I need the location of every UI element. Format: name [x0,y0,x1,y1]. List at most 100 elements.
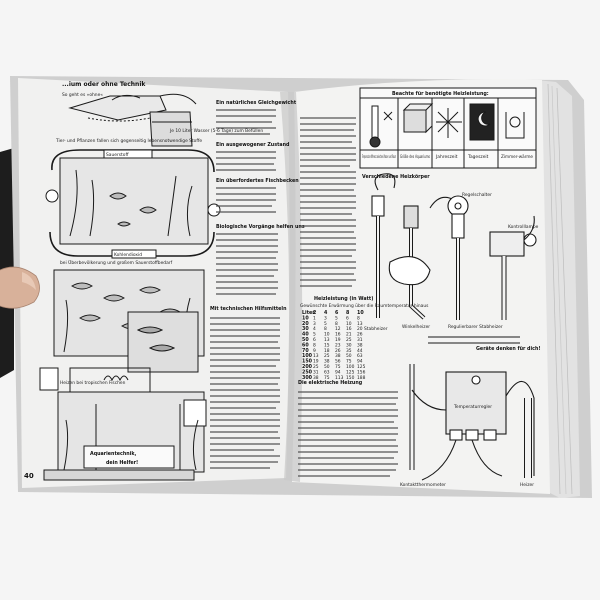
table-cell: 31 [313,369,319,375]
right-page-content: Beachte für benötigte Heizleistung: Temp… [298,87,541,488]
table-cell: 30 [302,326,309,332]
table-cell: 8 [335,321,338,327]
left-heading-1: Ein natürliches Gleichgewicht [216,100,297,106]
table-header-cell: 10 [357,310,364,316]
table-header-cell: Liter [302,310,315,316]
table-cell: 50 [346,353,352,359]
heating-factors-box [359,87,537,169]
table-cell: 56 [335,359,341,365]
table-cell: 8 [357,315,360,321]
label-contact-thermometer: Kontaktthermometer [400,482,446,488]
table-cell: 21 [346,332,352,338]
left-page-content: ...ium oder ohne Technik So geht es »ohn… [24,81,305,481]
thumb [0,266,40,309]
overcrowding-caption: bei Überbevölkerung und großem Sauerstof… [60,259,173,266]
table-cell: 100 [302,353,313,359]
table-cell: 63 [324,369,330,375]
table-cell: 1 [313,315,316,321]
label-regulated-rod: Regulierbarer Stabheizer [448,324,503,330]
table-cell: 38 [313,375,319,381]
heaters-illustration [371,173,537,320]
table-cell: 150 [346,375,355,381]
table-cell: 4 [313,326,316,332]
table-title: Heizleistung (in Watt) [314,296,373,302]
label-rod-heater: Stabheizer [364,326,388,332]
table-cell: 100 [346,364,355,370]
left-page-number: 40 [24,472,34,480]
table-cell: 10 [346,321,352,327]
ripened-water-caption: Je 10 Liter Wasser (5-6 Tage) zum Befüll… [169,128,263,134]
table-header-cell: 4 [324,310,328,316]
table-cell: 125 [357,364,366,370]
table-cell: 94 [335,369,341,375]
water-can-caption: So geht es »ohne« [62,92,103,98]
table-cell: 8 [324,326,327,332]
factor-label-1: Temperatur-differenz zwischen Wasser und… [362,154,396,160]
factor-label-4: Tageszeit [467,154,489,160]
left-heading-5: Mit technischen Hilfsmitteln [210,306,287,312]
table-cell: 50 [302,337,309,343]
book-gutter [280,92,303,482]
table-cell: 12 [335,326,341,332]
table-cell: 75 [324,375,330,381]
table-cell: 35 [346,348,352,354]
table-header-cell: 8 [346,310,350,316]
table-cell: 13 [324,337,330,343]
table-cell: 25 [324,353,330,359]
left-heading-3: Ein überfordertes Fischbecken [216,178,299,184]
table-cell: 13 [313,353,319,359]
balance-aquarium-illustration [45,149,221,259]
table-cell: 38 [335,353,341,359]
table-cell: 63 [357,353,363,359]
label-temp-controller: Temperaturregler [453,404,492,410]
co2-label: Kohlendioxid [114,252,142,258]
table-cell: 38 [357,342,363,348]
table-cell: 188 [357,375,366,381]
aquarium-technique-sign-line2: dein Helfer! [106,460,138,466]
crowded-aquarium-illustration [53,269,205,373]
table-cell: 13 [357,321,363,327]
table-cell: 200 [302,364,313,370]
table-cell: 150 [302,359,313,365]
table-cell: 5 [335,315,338,321]
book-cover-edge [0,148,14,378]
table-cell: 23 [335,342,341,348]
table-cell: 3 [324,315,327,321]
table-cell: 75 [335,364,341,370]
table-cell: 94 [357,359,363,365]
table-cell: 20 [302,321,309,327]
factor-label-3: Jahreszeit [435,154,458,160]
table-cell: 16 [346,326,352,332]
table-cell: 26 [335,348,341,354]
table-subtitle: Gewünschte Erwärmung über die Raumtemper… [300,303,429,309]
table-cell: 300 [302,375,313,381]
devices-think-heading: Geräte denken für dich! [476,346,541,352]
table-cell: 40 [302,332,309,338]
left-page-text-column: Ein natürliches Gleichgewicht Ein ausgew… [210,100,305,469]
label-control-lamp: Kontrolllampe [508,224,539,230]
heating-power-table: Heizleistung (in Watt) Gewünschte Erwärm… [300,296,429,381]
table-cell: 20 [357,326,363,332]
table-cell: 26 [357,332,363,338]
table-cell: 60 [302,342,309,348]
table-header-cell: 2 [313,310,316,316]
table-cell: 70 [302,348,309,354]
table-cell: 19 [335,337,341,343]
table-cell: 125 [346,369,355,375]
table-cell: 9 [313,348,316,354]
table-cell: 50 [324,364,330,370]
table-cell: 10 [324,332,330,338]
oxygen-label: Sauerstoff [106,152,129,158]
table-header-cell: 6 [335,310,339,316]
table-cell: 44 [357,348,363,354]
table-cell: 19 [313,359,319,365]
heating-factors-heading: Beachte für benötigte Heizleistung: [392,91,489,97]
table-cell: 8 [313,342,316,348]
table-cell: 5 [324,321,327,327]
table-cell: 3 [313,321,316,327]
table-cell: 113 [335,375,344,381]
factor-label-5: Zimmer-wärme [501,154,533,160]
table-cell: 75 [346,359,352,365]
technical-aquarium-illustration [39,367,207,481]
